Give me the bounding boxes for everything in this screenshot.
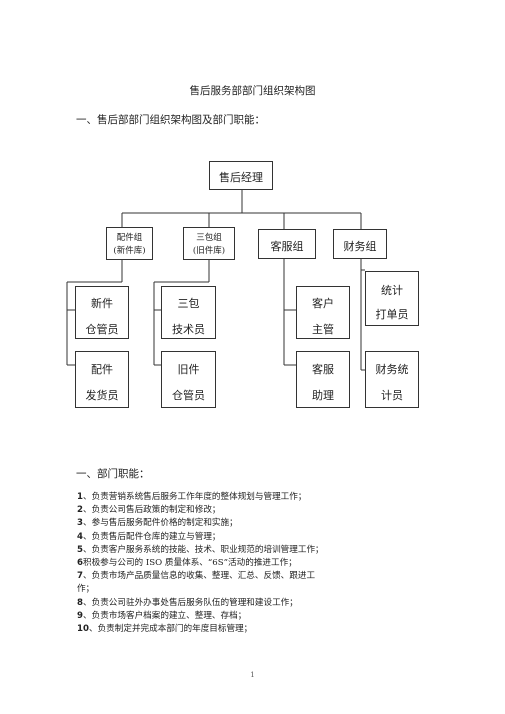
org-box-warranty-group: 三包组 (旧件库) [183, 227, 235, 260]
list-item: 7、负责市场产品质量信息的收集、整理、汇总、反馈、跟进工 [77, 570, 377, 583]
duties-list: 1、负责营销系统售后服务工作年度的整体规划与管理工作； 2、负责公司售后政策的制… [77, 491, 377, 636]
org-box-old-parts-keeper: 旧件 仓管员 [161, 351, 216, 408]
list-item-number: 6 [77, 558, 83, 569]
list-item-text: 负责营销系统售后服务工作年度的整体规划与管理工作； [91, 492, 307, 502]
list-item-separator: 、 [82, 505, 92, 516]
org-box-label: 财务组 [343, 240, 377, 253]
page-number: 1 [250, 671, 255, 679]
list-item-separator: 、 [82, 518, 92, 529]
list-item-separator: 、 [82, 531, 92, 542]
list-item-number: 4 [77, 531, 83, 542]
list-item-number: 7 [77, 571, 83, 582]
list-item-number: 2 [77, 505, 83, 516]
list-item-number: 5 [77, 544, 83, 555]
list-item-number: 8 [77, 597, 83, 608]
list-item-continuation: 作； [77, 583, 377, 596]
org-box-parts-group: 配件组 (新件库) [106, 227, 153, 260]
list-item-number: 10 [77, 624, 89, 635]
list-item-text: 负责市场产品质量信息的收集、整理、汇总、反馈、跟进工 [91, 571, 316, 582]
org-box-label: 客服 [312, 363, 334, 376]
list-item-text: 负责售后配件仓库的建立与管理； [91, 531, 221, 542]
org-box-label: 三包组 [196, 233, 222, 243]
list-item-separator: 、 [82, 610, 92, 621]
list-item: 10、负责制定并完成本部门的年度目标管理； [77, 623, 377, 636]
list-item-separator: 、 [82, 597, 92, 608]
list-item: 8、负责公司驻外办事处售后服务队伍的管理和建设工作； [77, 597, 377, 610]
org-box-sublabel: 发货员 [85, 389, 119, 402]
list-item: 2、负责公司售后政策的制定和修改； [77, 504, 377, 517]
org-box-label: 统计 [381, 284, 403, 297]
org-box-warranty-technician: 三包 技术员 [161, 286, 216, 339]
org-box-label: 配件组 [116, 233, 143, 243]
org-box-label: 旧件 [177, 363, 200, 376]
list-item-text: 作； [77, 584, 95, 595]
org-box-label: 财务统 [375, 363, 409, 376]
org-box-sublabel: 计员 [381, 389, 403, 402]
list-item: 5、负责客户服务系统的技能、技术、职业规范的培训管理工作； [77, 544, 377, 557]
list-item-separator: 、 [88, 624, 98, 635]
list-item: 9、负责市场客户档案的建立、整理、存档； [77, 610, 377, 623]
org-box-sublabel: 技术员 [172, 323, 205, 336]
org-box-customer-supervisor: 客户 主管 [296, 286, 350, 339]
list-item-text: 参与售后服务配件价格的制定和实施； [91, 518, 238, 529]
list-item-text: 积极参与公司的 ISO 质量体系、“6S”活动的推进工作； [82, 558, 297, 569]
org-box-new-parts-keeper: 新件 仓管员 [75, 286, 129, 339]
org-box-label: 三包 [177, 297, 200, 310]
list-item: 4、负责售后配件仓库的建立与管理； [77, 531, 377, 544]
section-heading-org-chart: 一、售后部部门组织架构图及部门职能： [76, 114, 265, 126]
org-box-sublabel: 助理 [312, 389, 334, 402]
list-item-text: 负责公司售后政策的制定和修改； [91, 505, 221, 516]
org-box-label: 售后经理 [219, 171, 263, 184]
list-item: 1、负责营销系统售后服务工作年度的整体规划与管理工作； [77, 491, 377, 504]
list-item-number: 3 [77, 518, 83, 529]
list-item-text: 负责市场客户档案的建立、整理、存档； [91, 610, 247, 621]
org-box-finance-group: 财务组 [333, 229, 387, 259]
list-item-separator: 、 [82, 571, 92, 582]
list-item-separator: 、 [82, 544, 92, 555]
org-box-label: 新件 [91, 297, 113, 310]
list-item: 3、参与售后服务配件价格的制定和实施； [77, 517, 377, 530]
org-box-sublabel: (旧件库) [192, 246, 226, 256]
org-box-sublabel: 打单员 [375, 308, 409, 321]
list-item-text: 负责制定并完成本部门的年度目标管理； [97, 624, 253, 635]
list-item-number: 1 [77, 492, 83, 502]
page-title: 售后服务部部门组织架构图 [189, 85, 316, 97]
org-box-label: 客户 [312, 297, 334, 310]
org-box-after-sales-manager: 售后经理 [209, 161, 273, 190]
list-item: 6积极参与公司的 ISO 质量体系、“6S”活动的推进工作； [77, 557, 377, 570]
org-box-customer-service-assistant: 客服 助理 [296, 351, 350, 408]
org-box-label: 客服组 [270, 240, 304, 253]
org-box-finance-statistician: 财务统 计员 [365, 351, 419, 408]
org-box-sublabel: 仓管员 [85, 323, 119, 336]
section-heading-duties: 一、部门职能： [76, 468, 150, 480]
org-box-sublabel: 仓管员 [172, 389, 205, 402]
org-box-customer-service-group: 客服组 [258, 229, 316, 259]
org-box-label: 配件 [91, 363, 113, 376]
org-box-sublabel: 主管 [312, 323, 334, 336]
org-box-statistics-clerk: 统计 打单员 [365, 271, 419, 326]
list-item-text: 负责客户服务系统的技能、技术、职业规范的培训管理工作； [91, 544, 324, 555]
org-box-sublabel: (新件库) [113, 246, 146, 256]
org-box-parts-shipper: 配件 发货员 [75, 351, 129, 408]
list-item-separator: 、 [82, 492, 92, 502]
list-item-number: 9 [77, 610, 83, 621]
list-item-text: 负责公司驻外办事处售后服务队伍的管理和建设工作； [91, 597, 298, 608]
